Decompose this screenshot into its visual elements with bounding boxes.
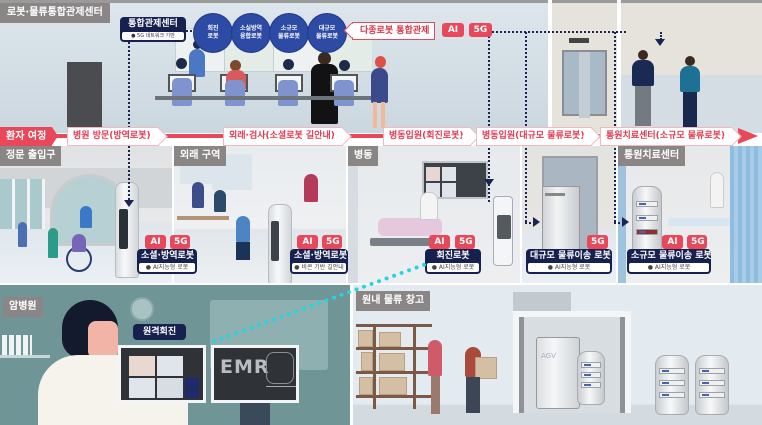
remote-rounds-label: 원격회진 xyxy=(133,324,187,340)
arrow-down-icon xyxy=(484,179,494,186)
zone-label-ward: 병동 xyxy=(348,146,379,166)
journey-step-ward-logistics: 병동입원(대규모 물류로봇) xyxy=(476,127,593,146)
top-border xyxy=(0,0,762,3)
emr-label: EMR xyxy=(220,356,270,378)
ai-tag: AI xyxy=(145,235,166,249)
zone-label-warehouse: 원내 물류 창고 xyxy=(356,291,431,311)
staff-with-phone xyxy=(428,340,442,376)
arrow-right-icon xyxy=(533,217,540,227)
emr-monitor: EMR xyxy=(211,345,299,403)
5g-tag: 5G xyxy=(687,235,707,249)
robot-desc: ● 비콘 기반 길안내 xyxy=(292,263,346,272)
agv-label: AGV xyxy=(541,352,556,360)
robot-card-daycare: 소규모 물류이송 로봇 ● AI지능형 로봇 xyxy=(627,249,712,274)
5g-tag: 5G xyxy=(455,235,475,249)
arrow-right-icon xyxy=(622,217,629,227)
multi-robot-control-callout: 다종로봇 통합관제 xyxy=(352,22,436,40)
robot-circle-small-logistics: 소규모 물류로봇 xyxy=(270,14,308,52)
bench xyxy=(177,216,229,220)
journey-line xyxy=(0,134,742,138)
ai-tag: AI xyxy=(297,235,318,249)
robot-card-lift: 대규모 물류이송 로봇 ● AI지능형 로봇 xyxy=(526,249,612,274)
journey-step-daycare: 통원치료센터(소규모 물류로봇) xyxy=(600,127,734,146)
robot-desc: ● AI지능형 로봇 xyxy=(427,263,479,272)
network-line-top xyxy=(492,31,626,33)
robot-name: 대규모 물류이송 로봇 xyxy=(530,251,611,261)
vitals-chart xyxy=(266,386,296,398)
5g-tag: 5G xyxy=(170,235,190,249)
robot-name: 소셜·방역로봇 xyxy=(141,251,195,261)
network-line-daycare-h xyxy=(614,222,624,224)
integrated-control-center-badge: 통합관제센터 ● 5G 네트워크 기반 xyxy=(120,17,186,42)
control-center-subtitle: ● 5G 네트워크 기반 xyxy=(122,32,184,40)
small-logistics-robot xyxy=(695,355,729,415)
5g-tag: 5G xyxy=(322,235,342,249)
meeting-room-panel xyxy=(621,0,762,133)
video-conference-monitor xyxy=(118,345,206,403)
disinfection-robot xyxy=(115,182,139,278)
door xyxy=(67,62,102,133)
journey-step-visit: 병원 방문(방역로봇) xyxy=(67,127,159,146)
robot-desc: ● AI지능형 로봇 xyxy=(528,263,610,272)
zone-label-entrance: 정문 출입구 xyxy=(0,146,62,166)
control-center-title: 통합관제센터 xyxy=(128,19,178,29)
rounds-robot xyxy=(493,196,513,266)
zone-label-outpatient: 외래 구역 xyxy=(174,146,227,166)
elevator-door xyxy=(562,50,607,118)
robot-name: 소규모 물류이송 로봇 xyxy=(631,251,712,261)
lung-xray-icon xyxy=(266,352,294,384)
clock-icon xyxy=(130,297,154,321)
arrow-down-icon xyxy=(655,39,665,46)
5g-tag: 5G xyxy=(587,235,608,249)
books xyxy=(2,335,32,355)
cancer-hospital-panel: EMR xyxy=(0,285,350,425)
curtain xyxy=(730,146,762,283)
robot-circle-rounds: 회진 로봇 xyxy=(194,14,232,52)
bed xyxy=(370,238,450,246)
doctor-face xyxy=(88,321,118,359)
network-line-meeting xyxy=(660,32,662,40)
social-robot xyxy=(268,204,292,283)
network-line-entrance xyxy=(128,42,130,204)
divider xyxy=(617,0,621,133)
presenter xyxy=(189,49,205,77)
zone-label-daycare: 통원치료센터 xyxy=(618,146,686,166)
ai-tag: AI xyxy=(662,235,683,249)
entrance-panel xyxy=(0,146,172,283)
warehouse-panel: AGV xyxy=(353,285,762,425)
small-logistics-robot xyxy=(577,351,605,405)
robot-card-entrance: 소셜·방역로봇 ● AI지능형 로봇 xyxy=(137,249,197,274)
control-desk xyxy=(155,96,375,100)
5g-tag: 5G xyxy=(469,23,492,37)
robot-name: 회진로봇 xyxy=(436,251,470,261)
divider xyxy=(548,0,552,133)
elevator-room-panel xyxy=(552,0,617,133)
patient-journey-title: 환자 여정 xyxy=(0,127,59,146)
ai-tag: AI xyxy=(429,235,450,249)
robot-card-outpatient: 소셜·방역로봇 ● 비콘 기반 길안내 xyxy=(290,249,348,274)
journey-arrow-icon xyxy=(738,128,758,144)
arrow-down-icon xyxy=(124,200,134,207)
robot-card-ward: 회진로봇 ● AI지능형 로봇 xyxy=(425,249,481,274)
small-logistics-robot xyxy=(655,355,689,415)
agv-robot: AGV xyxy=(536,337,580,409)
robot-circle-large-logistics: 대규모 물류로봇 xyxy=(308,14,346,52)
video-call-screen xyxy=(422,161,488,199)
journey-step-ward-rounds: 병동입원(회진로봇) xyxy=(383,127,472,146)
ai-tag: AI xyxy=(442,23,464,37)
network-line-lift-h xyxy=(525,222,535,224)
robot-desc: ● AI지능형 로봇 xyxy=(139,263,195,272)
network-line-ward xyxy=(488,32,490,202)
journey-step-outpatient: 외래·검사(소셜로봇 길안내) xyxy=(223,127,343,146)
zone-label-control-center: 로봇·물류통합관제센터 xyxy=(0,3,110,23)
zone-label-cancer-hospital: 암병원 xyxy=(3,297,43,317)
robot-circle-social-disinfection: 소실방역 융합로봇 xyxy=(232,14,270,52)
robot-name: 소셜·방역로봇 xyxy=(294,251,348,261)
robot-desc: ● AI지능형 로봇 xyxy=(629,263,709,272)
